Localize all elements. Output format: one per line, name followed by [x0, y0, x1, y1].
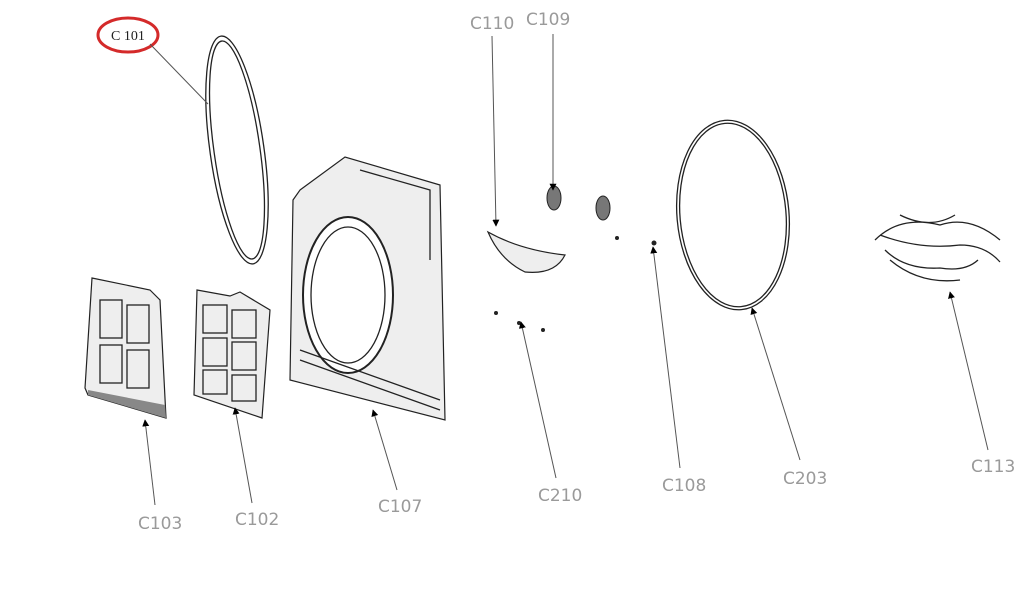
label-c101: C 101 [111, 29, 145, 44]
label-c108: C108 [662, 476, 706, 496]
part-c107-front-panel [289, 156, 446, 421]
part-c102-filter [193, 289, 271, 419]
label-c102: C102 [235, 510, 279, 530]
leader-c103 [142, 419, 156, 506]
part-c109-rollers [546, 185, 619, 240]
c101-highlight-circle [96, 16, 160, 54]
label-c109: C109 [526, 10, 570, 30]
leader-c113 [948, 291, 989, 451]
label-c110: C110 [470, 14, 514, 34]
part-c113-wire-harness [874, 214, 1001, 282]
label-c107: C107 [378, 497, 422, 517]
leader-c101 [149, 43, 209, 105]
part-c101-door-seal-ring [205, 35, 269, 265]
leader-c110 [491, 35, 500, 227]
label-c113: C113 [971, 457, 1015, 477]
leader-c203 [750, 307, 801, 461]
part-c110-bracket [486, 230, 566, 273]
label-c103: C103 [138, 514, 182, 534]
leader-c108 [650, 246, 681, 469]
part-c203-ring [675, 119, 791, 311]
part-c210-screws [494, 311, 545, 332]
part-c108-screw [651, 240, 657, 246]
part-c103-filter [84, 277, 167, 419]
leader-c102 [232, 407, 253, 504]
leader-c107 [371, 409, 398, 491]
label-c210: C210 [538, 486, 582, 506]
leader-c210 [518, 321, 557, 479]
label-c203: C203 [783, 469, 827, 489]
